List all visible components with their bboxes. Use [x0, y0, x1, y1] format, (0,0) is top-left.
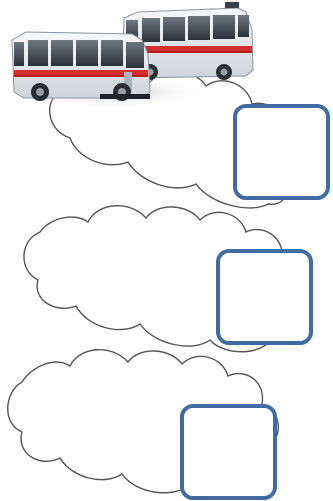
- answer-box-1[interactable]: [233, 104, 330, 200]
- answer-box-2[interactable]: [216, 249, 313, 345]
- answer-box-3[interactable]: [180, 404, 277, 500]
- bus-icon: [12, 32, 150, 101]
